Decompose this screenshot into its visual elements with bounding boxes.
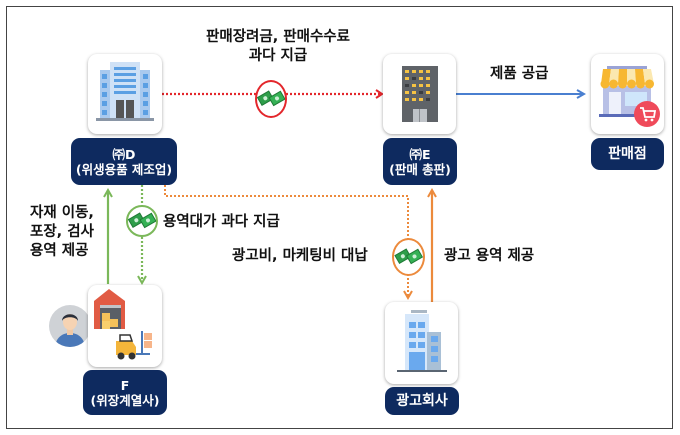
edge-f-to-d-label-line3: 용역 제공: [30, 243, 89, 259]
edge-f-to-d-label-line2: 포장, 검사: [30, 224, 94, 240]
node-e-label: ㈜E (판매 총판): [383, 138, 457, 185]
edge-e-to-store-label: 제품 공급: [490, 66, 549, 82]
edge-ad-to-e-label: 광고 용역 제공: [444, 248, 535, 264]
node-d-label: ㈜D (위생용품 제조업): [71, 138, 177, 185]
edge-d-to-ad: [164, 185, 408, 298]
node-f-desc: (위장계열사): [90, 392, 160, 408]
money-bills-icon: [394, 248, 423, 265]
node-ad-label: 광고회사: [385, 387, 459, 415]
edge-f-to-d-label-line1: 자재 이동,: [30, 205, 94, 221]
diagram-frame: [6, 6, 673, 429]
node-f-label: F (위장계열사): [83, 370, 167, 415]
money-bills-icon: [128, 212, 156, 229]
node-e-name: ㈜E: [409, 146, 431, 162]
node-ad-tile: [385, 302, 458, 384]
node-d-name: ㈜D: [112, 146, 136, 162]
edge-d-to-e-label-line1: 판매장려금, 판매수수료: [206, 29, 350, 45]
money-badge-d-to-ad: [392, 238, 425, 276]
edge-f-to-d-label: 자재 이동, 포장, 검사 용역 제공: [30, 204, 94, 261]
light-blue-building-icon: [397, 310, 447, 372]
node-store-tile: [591, 54, 664, 134]
dark-building-icon: [402, 66, 438, 122]
money-badge-d-to-e: [255, 80, 287, 118]
node-f-tile: [88, 285, 162, 367]
office-building-icon: [96, 62, 154, 121]
node-d-tile: [88, 54, 162, 134]
money-badge-d-to-f: [126, 205, 158, 237]
node-e-tile: [383, 54, 456, 134]
node-f-name: F: [120, 377, 130, 393]
edge-d-to-e-label: 판매장려금, 판매수수료 과다 지급: [188, 28, 368, 66]
edge-d-to-e-label-line2: 과다 지급: [248, 48, 308, 64]
edge-d-to-ad-label: 광고비, 마케팅비 대납: [232, 248, 368, 264]
node-store-name: 판매점: [608, 145, 647, 162]
warehouse-forklift-icon: [94, 289, 152, 360]
node-d-desc: (위생용품 제조업): [75, 161, 173, 177]
node-ad-name: 광고회사: [396, 392, 448, 409]
money-bills-icon: [257, 90, 285, 107]
edge-d-to-f-label: 용역대가 과다 지급: [163, 214, 280, 230]
person-avatar-icon: [49, 305, 91, 347]
node-e-desc: (판매 총판): [389, 161, 451, 177]
storefront-cart-icon: [599, 66, 660, 127]
node-store-label: 판매점: [591, 138, 664, 170]
